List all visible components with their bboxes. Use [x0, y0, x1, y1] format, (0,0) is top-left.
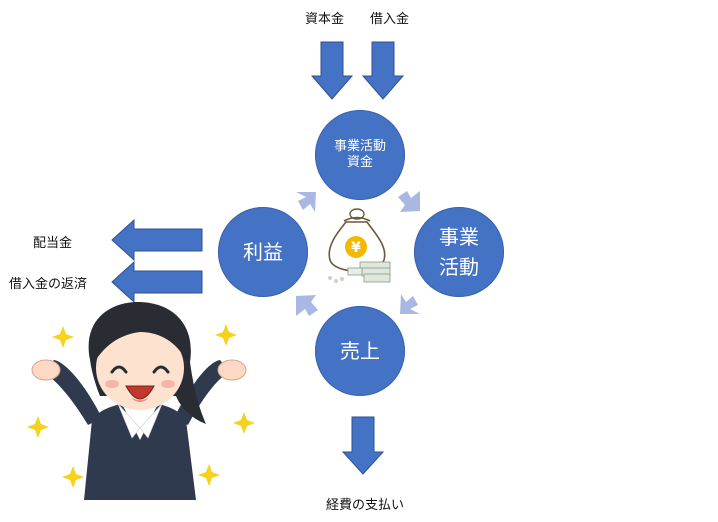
cycle-arrow-sales-to-profit	[296, 295, 318, 316]
expenses-arrow	[341, 416, 385, 475]
business-funds-node: 事業活動 資金	[315, 110, 405, 200]
money-bag-yen-icon: ¥	[328, 208, 391, 283]
cycle-arrow-business-to-sales	[400, 294, 420, 314]
sparkle-icons	[27, 324, 255, 488]
expenses-label: 経費の支払い	[326, 498, 405, 513]
happy-businesswoman-illustration	[31, 302, 247, 500]
loans-label: 借入金	[370, 12, 410, 27]
capital-label: 資本金	[305, 12, 345, 27]
dividends-arrow	[111, 218, 203, 262]
profit-node: 利益	[218, 207, 308, 297]
cycle-arrow-funds-to-business	[398, 191, 420, 212]
loan-repayment-arrow	[111, 260, 203, 304]
business-activity-line2: 活動	[439, 255, 479, 279]
cycle-arrow-profit-to-funds	[296, 192, 316, 212]
sales-label: 売上	[340, 339, 380, 363]
business-funds-line1: 事業活動	[333, 139, 386, 154]
sales-node: 売上	[315, 306, 405, 396]
dividends-label: 配当金	[33, 236, 73, 251]
loans-arrow	[361, 41, 405, 100]
svg-text:¥: ¥	[351, 240, 361, 256]
capital-arrow	[310, 41, 354, 100]
profit-label: 利益	[243, 240, 283, 264]
loan-repayment-label: 借入金の返済	[9, 277, 88, 292]
business-activity-line1: 事業	[439, 225, 479, 249]
business-activity-node: 事業 活動	[414, 207, 504, 297]
business-funds-line2: 資金	[346, 155, 373, 170]
